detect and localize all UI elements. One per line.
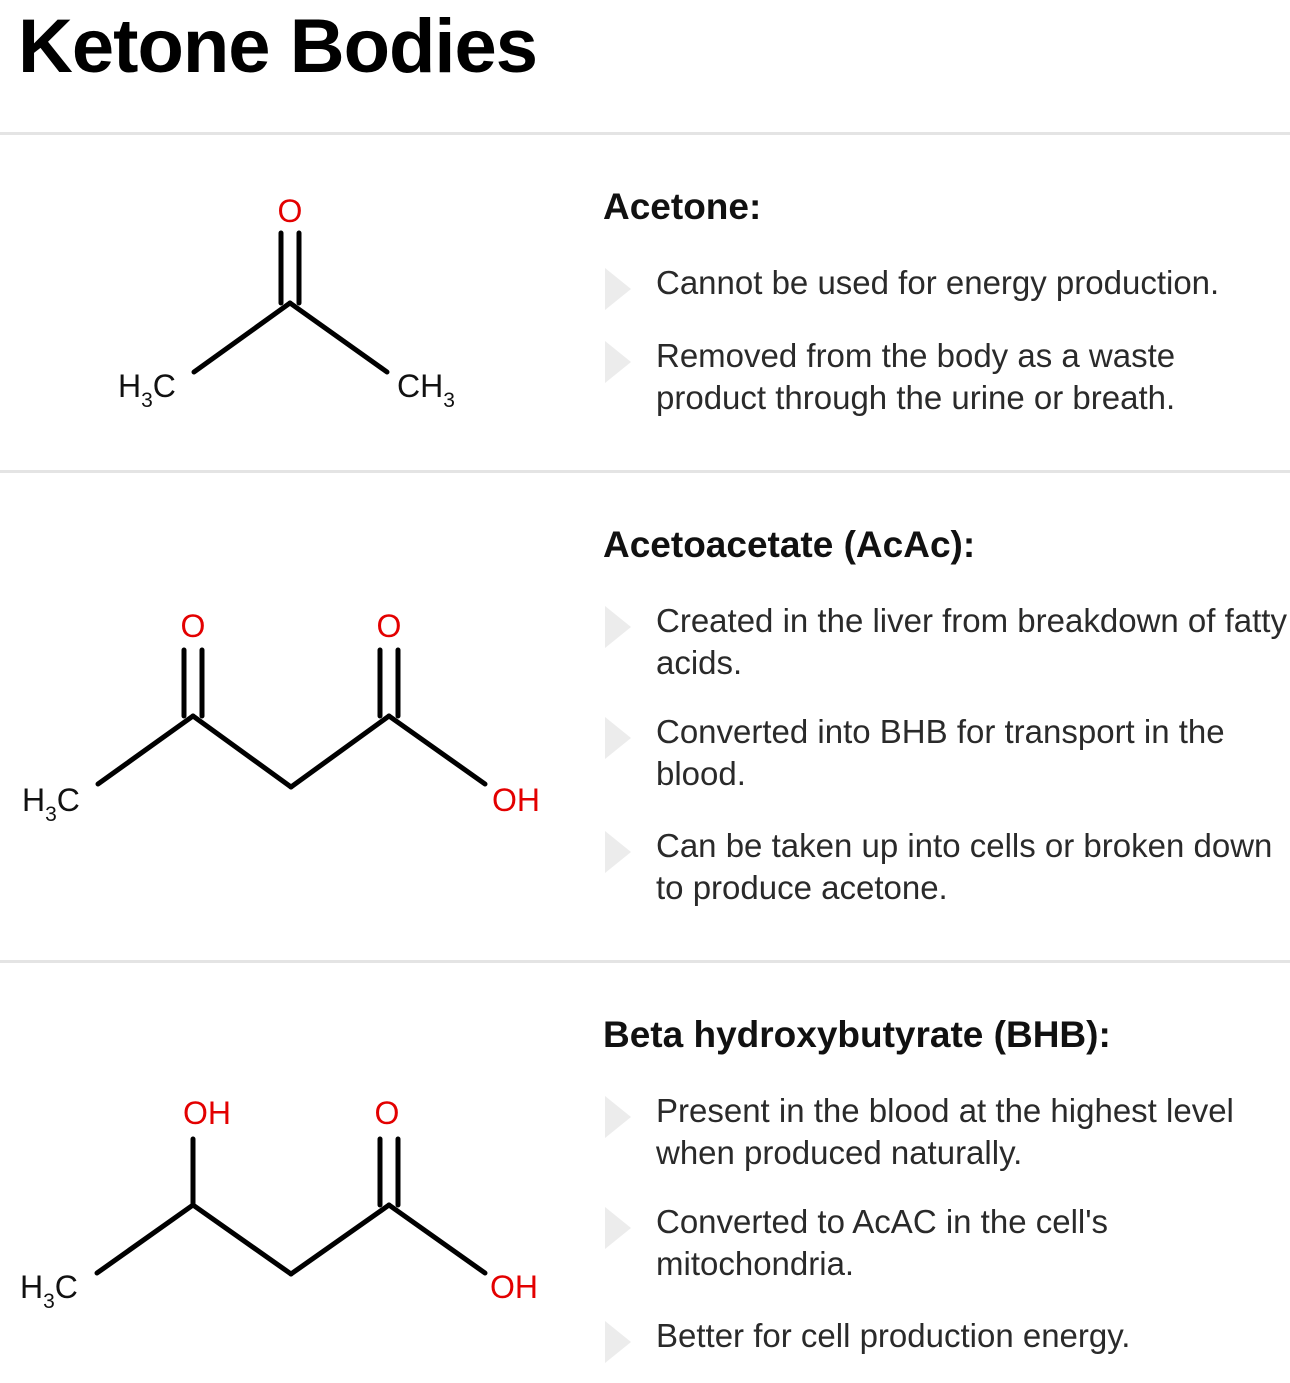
section-bhb: OH O H3C OH Beta hydroxybutyrate (BHB): … [0, 963, 1290, 1383]
atom-hydroxyl: OH [490, 1269, 538, 1305]
bullet-item: Removed from the body as a waste product… [603, 335, 1288, 419]
bullet-item: Converted into BHB for transport in the … [603, 711, 1288, 795]
bullet-item: Better for cell production energy. [603, 1315, 1288, 1363]
arrow-icon [605, 268, 631, 310]
atom-h3c-left-c: C [153, 368, 176, 404]
bullet-text: Removed from the body as a waste product… [656, 337, 1176, 416]
divider-top [0, 132, 1290, 135]
bullet-text: Can be taken up into cells or broken dow… [656, 827, 1273, 906]
bullet-text: Converted to AcAC in the cell's mitochon… [656, 1203, 1109, 1282]
atom-h3c-left-sub: 3 [141, 389, 153, 412]
divider-bottom [0, 960, 1290, 963]
bond-c2-c3 [190, 713, 294, 790]
bullet-text: Better for cell production energy. [656, 1317, 1131, 1354]
heading-bhb: Beta hydroxybutyrate (BHB): [603, 1014, 1111, 1055]
atom-h3c-sub: 3 [43, 1290, 55, 1313]
bullet-item: Can be taken up into cells or broken dow… [603, 825, 1288, 909]
atom-hydroxyl: OH [492, 782, 540, 818]
bullet-text: Created in the liver from breakdown of f… [656, 602, 1287, 681]
atom-ch3-right: CH3 [397, 368, 455, 412]
bond-ch3-c2 [95, 713, 196, 787]
bullet-text: Present in the blood at the highest leve… [656, 1092, 1234, 1171]
atom-oxygen: O [278, 193, 303, 229]
bullets-acetoacetate: Created in the liver from breakdown of f… [603, 600, 1288, 909]
heading-acetone: Acetone: [603, 186, 762, 227]
atom-h3c-c: C [55, 1269, 78, 1305]
bond-c3-c2 [190, 1202, 294, 1277]
arrow-icon [605, 1207, 631, 1249]
bond-c2-c1 [288, 1202, 392, 1277]
atom-h3c-h: H [20, 1269, 43, 1305]
atom-ch3-right-sub: 3 [443, 389, 455, 412]
atom-h3c-left: H3C [118, 368, 176, 412]
bond-c3-c4 [288, 713, 392, 790]
section-acetoacetate: O O H3C OH Acetoacetate (AcAc): Created … [0, 473, 1290, 960]
page-title: Ketone Bodies [18, 4, 538, 89]
atom-oxygen-1: O [181, 608, 206, 644]
bullets-acetone: Cannot be used for energy production. Re… [603, 262, 1288, 419]
atom-h3c-h: H [22, 782, 45, 818]
bullets-bhb: Present in the blood at the highest leve… [603, 1090, 1288, 1363]
atom-h3c-sub: 3 [45, 803, 57, 826]
atom-hydroxyl-top: OH [183, 1095, 231, 1131]
bullet-item: Cannot be used for energy production. [603, 262, 1288, 310]
bullet-item: Converted to AcAC in the cell's mitochon… [603, 1201, 1288, 1285]
section-acetone: O H3C CH3 Acetone: Cannot be used for en… [0, 135, 1290, 470]
bond-c-ch3-right [287, 300, 390, 375]
arrow-icon [605, 606, 631, 648]
atom-h3c-c: C [57, 782, 80, 818]
atom-oxygen-2: O [377, 608, 402, 644]
arrow-icon [605, 1096, 631, 1138]
atom-h3c-left-h: H [118, 368, 141, 404]
bullet-item: Present in the blood at the highest leve… [603, 1090, 1288, 1174]
atom-ch3-right-ch: CH [397, 368, 443, 404]
bond-c4-oh [386, 713, 488, 787]
atom-h3c: H3C [22, 782, 80, 826]
arrow-icon [605, 717, 631, 759]
bullet-text: Converted into BHB for transport in the … [656, 713, 1225, 792]
bond-c-ch3-left [191, 300, 293, 375]
bhb-structure: OH O H3C OH [20, 1095, 538, 1313]
arrow-icon [605, 1321, 631, 1363]
bullet-item: Created in the liver from breakdown of f… [603, 600, 1288, 684]
acetoacetate-structure: O O H3C OH [22, 608, 540, 826]
atom-oxygen: O [375, 1095, 400, 1131]
heading-acetoacetate: Acetoacetate (AcAc): [603, 524, 976, 565]
bullet-text: Cannot be used for energy production. [656, 264, 1220, 301]
arrow-icon [605, 831, 631, 873]
acetone-structure: O H3C CH3 [118, 193, 455, 412]
divider-middle [0, 470, 1290, 473]
arrow-icon [605, 341, 631, 383]
bond-ch3-c3 [94, 1202, 196, 1276]
atom-h3c: H3C [20, 1269, 78, 1313]
bond-c1-oh [386, 1202, 488, 1276]
